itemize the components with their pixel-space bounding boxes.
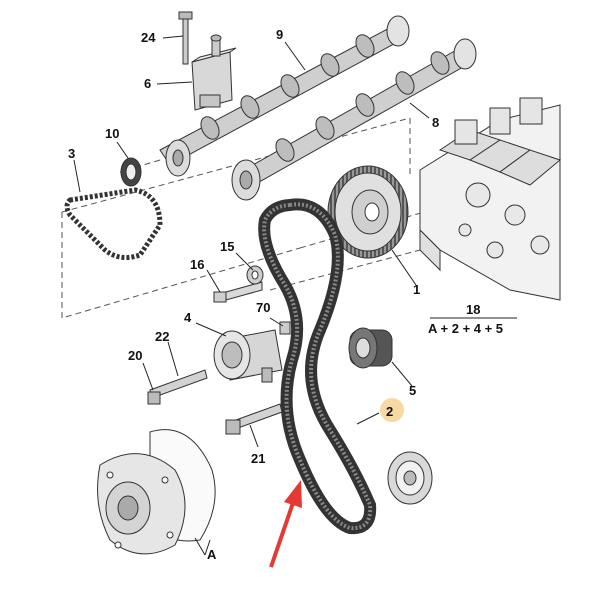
callout-1: 1 xyxy=(413,282,421,297)
callout-4: 4 xyxy=(184,310,192,325)
callout-10: 10 xyxy=(105,126,120,141)
callout-5: 5 xyxy=(409,383,417,398)
callout-a: A xyxy=(207,547,217,562)
actuator-6 xyxy=(178,11,237,111)
crank-gear xyxy=(387,451,433,505)
pulley-1 xyxy=(327,165,409,259)
seal-ring-10 xyxy=(120,157,142,187)
callout-24: 24 xyxy=(141,30,156,45)
callout-21: 21 xyxy=(251,451,266,466)
callout-16: 16 xyxy=(190,257,205,272)
callout-2: 2 xyxy=(386,404,394,419)
camshaft-8 xyxy=(231,38,477,201)
camshaft-9 xyxy=(159,15,410,177)
leader-lines xyxy=(73,35,517,556)
tensioner-4 xyxy=(213,329,283,383)
callout-18: 18 xyxy=(466,302,481,317)
callout-3: 3 xyxy=(68,146,76,161)
callout-6: 6 xyxy=(144,76,152,91)
callout-22: 22 xyxy=(155,329,170,344)
callout-70: 70 xyxy=(256,300,271,315)
water-pump xyxy=(97,429,216,555)
callout-20: 20 xyxy=(128,348,143,363)
callout-15: 15 xyxy=(220,239,235,254)
cylinder-head xyxy=(419,97,562,301)
timing-belt-2 xyxy=(258,198,377,535)
chain-3 xyxy=(64,187,163,261)
callout-8: 8 xyxy=(432,115,440,130)
callout-9: 9 xyxy=(276,27,284,42)
idler-5 xyxy=(348,327,393,369)
kit-formula: A + 2 + 4 + 5 xyxy=(428,321,504,336)
red-direction-arrow xyxy=(269,480,302,568)
highlight-badge xyxy=(380,398,404,422)
fasteners xyxy=(147,265,291,435)
